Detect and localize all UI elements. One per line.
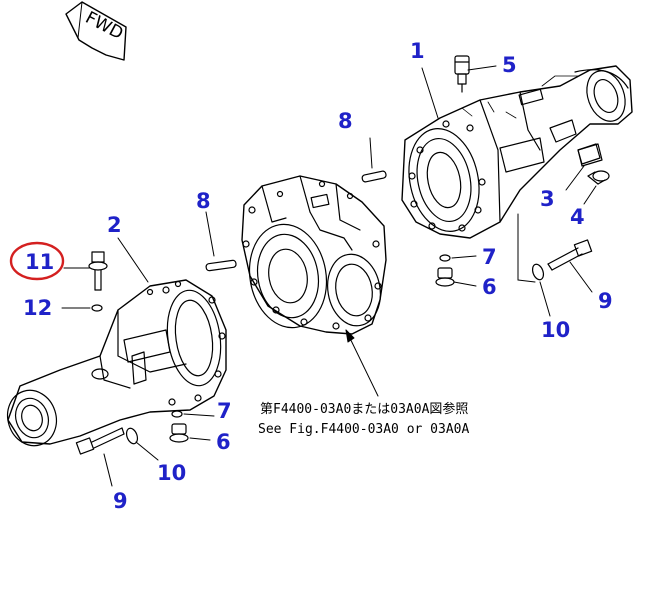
left-axle-housing-part <box>1 280 227 452</box>
callout-2[interactable]: 2 <box>107 213 122 237</box>
callout-1[interactable]: 1 <box>410 39 425 63</box>
callout-5[interactable]: 5 <box>502 53 517 77</box>
differential-carrier-part <box>242 176 386 334</box>
callout-4[interactable]: 4 <box>570 205 585 229</box>
reference-note-ja: 第F4400-03A0または03A0A図参照 <box>260 401 468 417</box>
leader-lines <box>61 65 597 487</box>
o-ring-lower-part <box>171 410 183 418</box>
dowel-pin-upper-part <box>362 171 387 183</box>
long-bolt-left-part <box>76 428 124 454</box>
callout-10-left[interactable]: 10 <box>157 461 186 485</box>
bolt-washer-right-part <box>531 263 545 281</box>
callout-8-upper[interactable]: 8 <box>338 109 353 133</box>
drain-plug-upper-part <box>436 268 454 286</box>
callout-7-upper[interactable]: 7 <box>482 245 497 269</box>
long-bolt-right-part <box>548 240 592 270</box>
callout-12[interactable]: 12 <box>23 296 52 320</box>
o-ring-upper-part <box>439 254 451 262</box>
callout-6-lower[interactable]: 6 <box>216 430 231 454</box>
reference-arrow-icon <box>345 329 355 343</box>
housing-bolt-part <box>89 252 107 290</box>
name-plate-part <box>578 144 602 166</box>
right-axle-housing-part <box>400 65 632 238</box>
callout-8-lower[interactable]: 8 <box>196 189 211 213</box>
reference-note-en: See Fig.F4400-03A0 or 03A0A <box>258 422 469 437</box>
callout-9-left[interactable]: 9 <box>113 489 128 513</box>
bolt-washer-left-part <box>125 427 139 445</box>
breather-plug-part <box>455 56 469 92</box>
washer-part <box>91 304 103 312</box>
drain-plug-lower-part <box>170 424 188 442</box>
dowel-pin-lower-part <box>206 260 237 271</box>
fwd-direction-arrow-icon <box>65 1 127 61</box>
plate-bolt-part <box>588 171 609 184</box>
callout-11[interactable]: 11 <box>25 250 54 274</box>
callout-7-lower[interactable]: 7 <box>217 399 232 423</box>
callout-9-right[interactable]: 9 <box>598 289 613 313</box>
highlight-circle-icon <box>9 241 65 281</box>
callout-3[interactable]: 3 <box>540 187 555 211</box>
callout-10-right[interactable]: 10 <box>541 318 570 342</box>
callout-6-upper[interactable]: 6 <box>482 275 497 299</box>
